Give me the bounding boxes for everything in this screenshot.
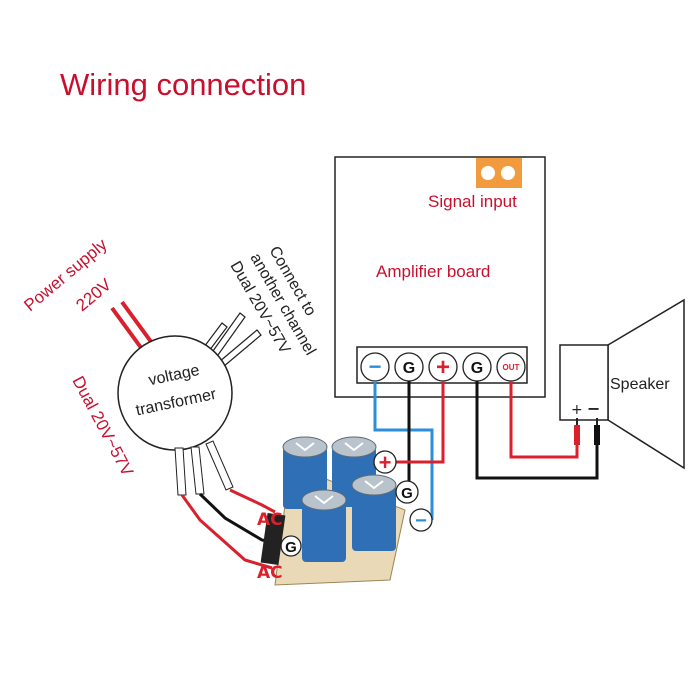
speaker-plus-plug <box>574 425 580 445</box>
wire-speaker-ground <box>475 381 599 480</box>
wire-speaker-signal <box>509 381 579 459</box>
signal-input-label: Signal input <box>428 192 517 211</box>
speaker-plus-sign: + <box>571 402 583 418</box>
terminal-plus-label: + <box>436 354 450 381</box>
signal-input-pin-1 <box>481 166 495 180</box>
rectifier-output-ground: G <box>395 480 419 504</box>
speaker-minus-plug <box>594 425 600 445</box>
rectifier-ac-bottom-label: AC <box>257 563 283 583</box>
signal-input-pin-2 <box>501 166 515 180</box>
rectifier-output-minus: − <box>409 508 433 532</box>
rectifier-ac-top-label: AC <box>257 510 283 530</box>
ac-wire-bottom <box>180 494 273 570</box>
diagram-title: Wiring connection <box>60 67 306 102</box>
speaker-minus-sign: − <box>587 399 600 418</box>
terminal-out-label: OUT <box>503 363 520 372</box>
capacitor-3 <box>301 489 347 562</box>
rectifier-output-minus-label: − <box>415 510 427 532</box>
rectifier-input-ground: G <box>280 535 302 557</box>
terminal-ground-2-label: G <box>471 360 483 377</box>
transformer-output-wires <box>174 440 234 496</box>
rectifier-output-ground-label: G <box>401 485 413 502</box>
terminal-ground-1: G <box>394 352 424 382</box>
rectifier-output-plus-label: + <box>379 450 392 475</box>
speaker-label: Speaker <box>610 376 670 393</box>
speaker-body <box>559 344 609 421</box>
rectifier-input-ground-label: G <box>285 539 297 556</box>
terminal-minus: − <box>360 352 390 382</box>
amplifier-board-label: Amplifier board <box>376 262 490 281</box>
power-supply-voltage: 220V <box>72 275 115 316</box>
terminal-ground-1-label: G <box>403 360 415 377</box>
terminal-minus-label: − <box>369 354 382 379</box>
terminal-out: OUT <box>496 352 526 382</box>
wire-positive <box>395 381 445 464</box>
rectifier-chip <box>260 512 286 566</box>
wire-negative <box>373 381 434 520</box>
rectifier-output-plus: + <box>373 450 397 475</box>
terminal-plus: + <box>428 352 458 382</box>
terminal-ground-2: G <box>462 352 492 382</box>
ac-wire-top <box>229 488 276 514</box>
capacitor-4 <box>351 474 397 551</box>
